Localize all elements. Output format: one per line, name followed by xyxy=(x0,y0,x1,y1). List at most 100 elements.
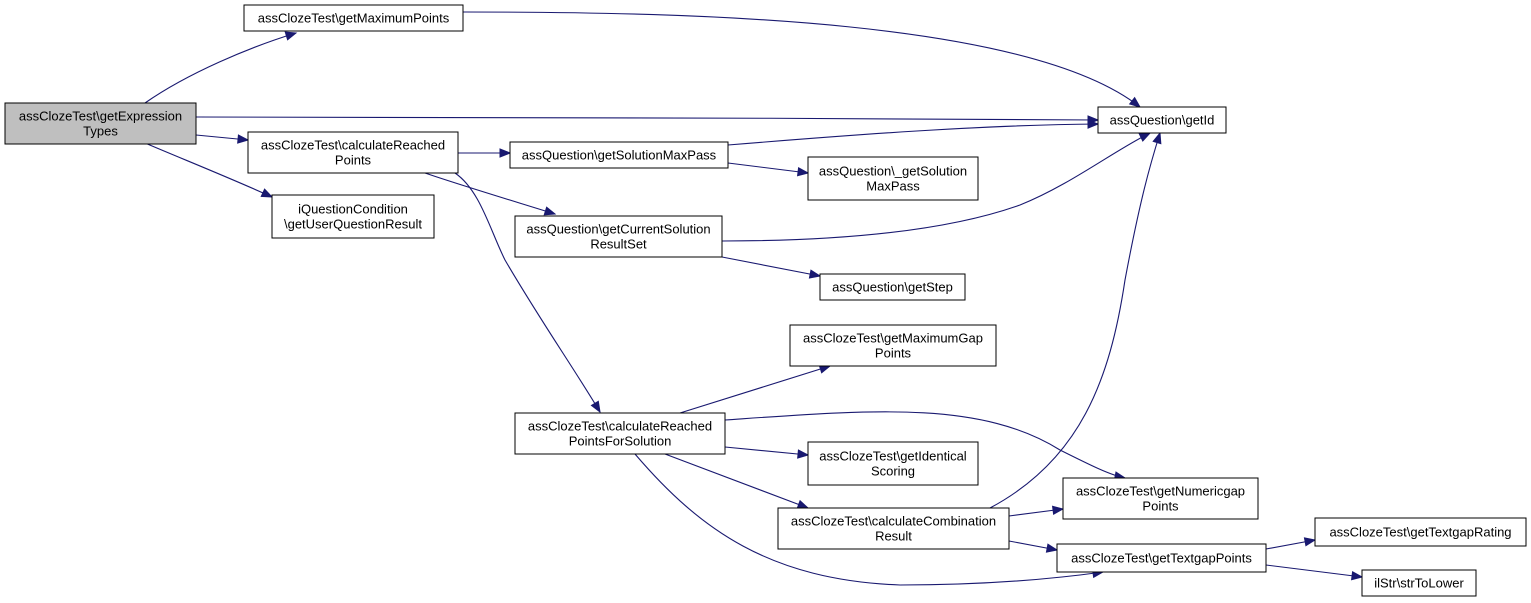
arrow-head-icon xyxy=(1087,119,1100,129)
arrow-head-icon xyxy=(796,499,810,509)
node-getTextgapRating[interactable]: assClozeTest\getTextgapRating xyxy=(1314,517,1527,547)
node-box[interactable] xyxy=(1062,477,1259,520)
node-label: assQuestion\getStep xyxy=(832,280,953,295)
node-label: assClozeTest\getMaximumGap xyxy=(803,331,983,346)
arrow-head-icon xyxy=(1138,132,1152,142)
node-label: Scoring xyxy=(871,464,915,479)
node-label: assClozeTest\getExpression xyxy=(19,109,182,124)
node-box[interactable] xyxy=(1314,517,1527,547)
node-box[interactable] xyxy=(243,4,464,32)
edge-calculateReachedPoints-to-calculateReachedPointsForSolution xyxy=(454,172,601,414)
edge-line xyxy=(721,256,821,277)
node-label: assClozeTest\getMaximumPoints xyxy=(258,11,450,26)
edge-calculateReachedPointsForSolution-to-getMaximumGapPoints xyxy=(679,364,832,414)
edge-getSolutionMaxPass-to-_getSolutionMaxPass xyxy=(727,162,810,177)
node-label: assQuestion\getCurrentSolution xyxy=(526,222,710,237)
arrow-head-icon xyxy=(284,31,298,41)
edge-calculateReachedPointsForSolution-to-calculateCombinationResult xyxy=(664,453,810,509)
edge-getSolutionMaxPass-to-getId xyxy=(727,119,1100,146)
node-label: assQuestion\getId xyxy=(1110,113,1215,128)
edge-line xyxy=(1265,564,1363,578)
node-box[interactable] xyxy=(4,102,197,145)
edge-calculateReachedPoints-to-getCurrentSolutionResultSet xyxy=(424,172,557,216)
node-label: assQuestion\getSolutionMaxPass xyxy=(522,148,717,163)
edge-getExpressionTypes-to-getUserQuestionResult xyxy=(144,142,274,198)
node-label: Points xyxy=(1142,499,1179,514)
node-box[interactable] xyxy=(247,131,459,174)
edge-line xyxy=(454,172,601,413)
arrow-head-icon xyxy=(260,188,274,198)
node-box[interactable] xyxy=(789,324,997,367)
edge-line xyxy=(144,142,273,198)
edge-getMaximumPoints-to-getId xyxy=(462,11,1142,108)
node-_getSolutionMaxPass[interactable]: assQuestion\_getSolutionMaxPass xyxy=(807,156,979,201)
edge-getExpressionTypes-to-calculateReachedPoints xyxy=(195,134,250,144)
node-calculateReachedPointsForSolution[interactable]: assClozeTest\calculateReachedPointsForSo… xyxy=(514,412,726,455)
node-label: Result xyxy=(875,529,912,544)
node-getStep[interactable]: assQuestion\getStep xyxy=(819,273,966,301)
edge-line xyxy=(721,132,1151,242)
node-box[interactable] xyxy=(819,273,966,301)
edge-calculateCombinationResult-to-getNumericgapPoints xyxy=(1008,505,1065,517)
edge-calculateCombinationResult-to-getId xyxy=(989,131,1162,509)
arrow-head-icon xyxy=(796,166,810,177)
arrow-head-icon xyxy=(808,269,822,279)
node-box[interactable] xyxy=(1097,106,1227,134)
edge-line xyxy=(634,453,1104,586)
edge-getExpressionTypes-to-getMaximumPoints xyxy=(144,31,298,104)
node-label: \getUserQuestionResult xyxy=(284,217,422,232)
edge-line xyxy=(195,116,1099,121)
node-box[interactable] xyxy=(509,141,729,169)
edge-getTextgapPoints-to-getTextgapRating xyxy=(1265,537,1317,550)
node-label: ilStr\strToLower xyxy=(1374,576,1464,591)
edge-calculateReachedPoints-to-getSolutionMaxPass xyxy=(458,148,512,158)
node-label: assClozeTest\calculateReached xyxy=(261,138,445,153)
edge-line xyxy=(724,411,1126,479)
node-label: assClozeTest\getTextgapPoints xyxy=(1071,551,1252,566)
node-getMaximumPoints[interactable]: assClozeTest\getMaximumPoints xyxy=(243,4,464,32)
edge-line xyxy=(144,32,297,104)
node-label: assClozeTest\calculateCombination xyxy=(791,514,996,529)
arrow-head-icon xyxy=(1350,570,1364,581)
node-getTextgapPoints[interactable]: assClozeTest\getTextgapPoints xyxy=(1056,543,1267,573)
node-label: PointsForSolution xyxy=(569,434,672,449)
node-label: Points xyxy=(875,346,912,361)
node-box[interactable] xyxy=(777,507,1010,550)
node-label: iQuestionCondition xyxy=(298,202,408,217)
edge-line xyxy=(664,453,809,509)
edge-line xyxy=(989,132,1161,509)
edge-line xyxy=(462,11,1141,108)
edge-calculateCombinationResult-to-getTextgapPoints xyxy=(1008,540,1059,553)
node-box[interactable] xyxy=(514,412,726,455)
node-getSolutionMaxPass[interactable]: assQuestion\getSolutionMaxPass xyxy=(509,141,729,169)
edge-getExpressionTypes-to-getId xyxy=(195,115,1100,125)
node-box[interactable] xyxy=(1361,569,1477,597)
node-box[interactable] xyxy=(807,156,979,201)
node-label: assClozeTest\getIdentical xyxy=(819,449,967,464)
arrow-head-icon xyxy=(1303,537,1317,547)
node-box[interactable] xyxy=(1056,543,1267,573)
arrow-head-icon xyxy=(1152,131,1162,145)
node-label: assClozeTest\calculateReached xyxy=(528,419,712,434)
node-label: assClozeTest\getNumericgap xyxy=(1076,484,1245,499)
node-box[interactable] xyxy=(807,441,979,486)
edge-getCurrentSolutionResultSet-to-getId xyxy=(721,132,1152,242)
node-box[interactable] xyxy=(271,194,435,239)
node-box[interactable] xyxy=(514,215,723,258)
node-getUserQuestionResult[interactable]: iQuestionCondition\getUserQuestionResult xyxy=(271,194,435,239)
node-strToLower[interactable]: ilStr\strToLower xyxy=(1361,569,1477,597)
node-label: MaxPass xyxy=(866,179,920,194)
arrow-head-icon xyxy=(797,449,810,459)
node-label: assQuestion\_getSolution xyxy=(819,164,967,179)
node-getId[interactable]: assQuestion\getId xyxy=(1097,106,1227,134)
edge-calculateReachedPointsForSolution-to-getIdenticalScoring xyxy=(724,446,810,459)
arrow-head-icon xyxy=(237,134,250,144)
